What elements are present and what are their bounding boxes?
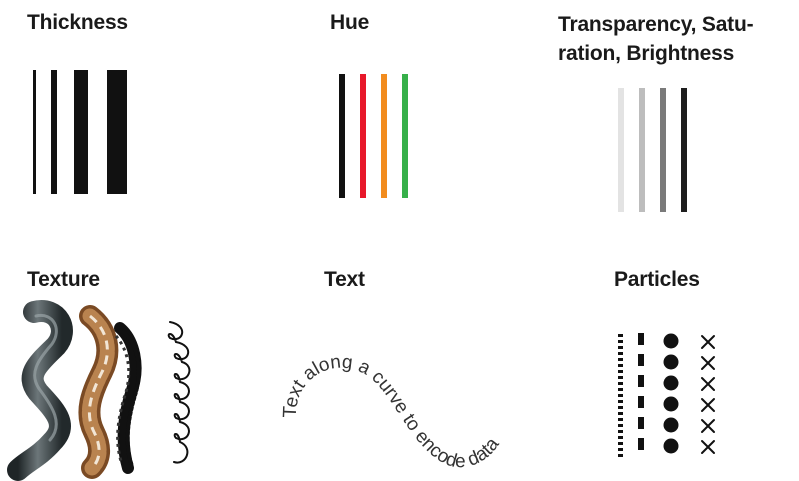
ribbon-icon bbox=[7, 300, 73, 481]
rope-icon bbox=[78, 305, 119, 479]
thickness-line-1 bbox=[33, 70, 36, 194]
dots-icon bbox=[618, 334, 623, 457]
tsb-heading-line-1: Transparency, Satu- bbox=[558, 13, 754, 36]
text-heading: Text bbox=[324, 268, 365, 291]
hue-heading: Hue bbox=[330, 11, 370, 34]
circles-icon bbox=[663, 333, 679, 454]
thickness-line-2 bbox=[51, 70, 57, 194]
hue-line-red bbox=[360, 74, 366, 198]
thickness-heading: Thickness bbox=[27, 11, 128, 34]
coil-icon bbox=[167, 321, 191, 464]
hue-line-orange bbox=[381, 74, 387, 198]
svg-text:Text along a curve to encode d: Text along a curve to encode data bbox=[280, 352, 504, 473]
thickness-line-3 bbox=[74, 70, 88, 194]
transparency-line-1 bbox=[618, 88, 624, 212]
brush-stroke-icon bbox=[114, 322, 142, 474]
texture-heading: Texture bbox=[27, 268, 100, 291]
thickness-line-4 bbox=[107, 70, 127, 194]
transparency-saturation-brightness-heading: Transparency, Satu- ration, Brightness bbox=[558, 10, 794, 68]
tsb-heading-line-2: ration, Brightness bbox=[558, 42, 735, 65]
thickness-lines bbox=[33, 70, 127, 194]
particles-heading: Particles bbox=[614, 268, 700, 291]
transparency-line-3 bbox=[660, 88, 666, 212]
hue-line-black bbox=[339, 74, 345, 198]
transparency-lines bbox=[618, 88, 687, 212]
dashes-icon bbox=[638, 333, 644, 450]
curved-text-content: Text along a curve to encode data bbox=[280, 352, 504, 473]
transparency-line-2 bbox=[639, 88, 645, 212]
crosses-icon bbox=[701, 335, 715, 454]
particles-icons bbox=[618, 333, 715, 457]
hue-line-green bbox=[402, 74, 408, 198]
curved-text: Text along a curve to encode data bbox=[280, 352, 504, 473]
hue-lines bbox=[339, 74, 408, 198]
transparency-line-4 bbox=[681, 88, 687, 212]
